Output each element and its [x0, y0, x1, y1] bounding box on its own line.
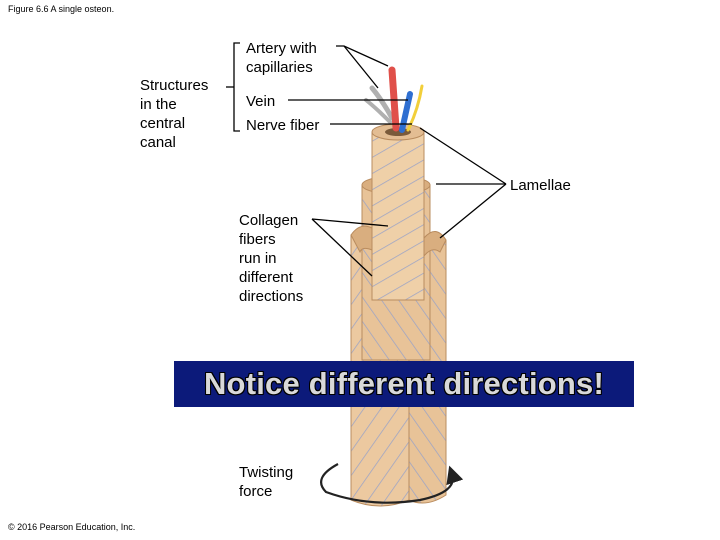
- capillary: [364, 98, 392, 124]
- twisting-force-label: Twisting force: [239, 464, 294, 500]
- nerve-fiber-label: Nerve fiber: [246, 117, 320, 134]
- vein-label: Vein: [246, 93, 276, 110]
- artery: [388, 66, 400, 132]
- twisting-force-arrow: [320, 463, 464, 504]
- nerve-fiber: [406, 84, 424, 132]
- artery-label: Artery with capillaries: [246, 40, 317, 76]
- lamellae-label: Lamellae: [510, 177, 571, 194]
- collagen-fibers-label: Collagen fibers run in different directi…: [239, 212, 304, 305]
- inner-lamella: [371, 123, 425, 301]
- copyright-notice: © 2016 Pearson Education, Inc.: [8, 522, 136, 532]
- lamella-cut-edge-left: [350, 225, 373, 254]
- vein: [399, 91, 413, 133]
- capillary: [369, 85, 395, 121]
- notice-banner-text: Notice different directions!: [203, 366, 605, 401]
- notice-banner: Notice different directions!: [174, 361, 634, 407]
- figure-caption: Figure 6.6 A single osteon.: [8, 4, 115, 14]
- leader-lines: [226, 42, 507, 277]
- structures-label: Structures in the central canal: [140, 77, 209, 151]
